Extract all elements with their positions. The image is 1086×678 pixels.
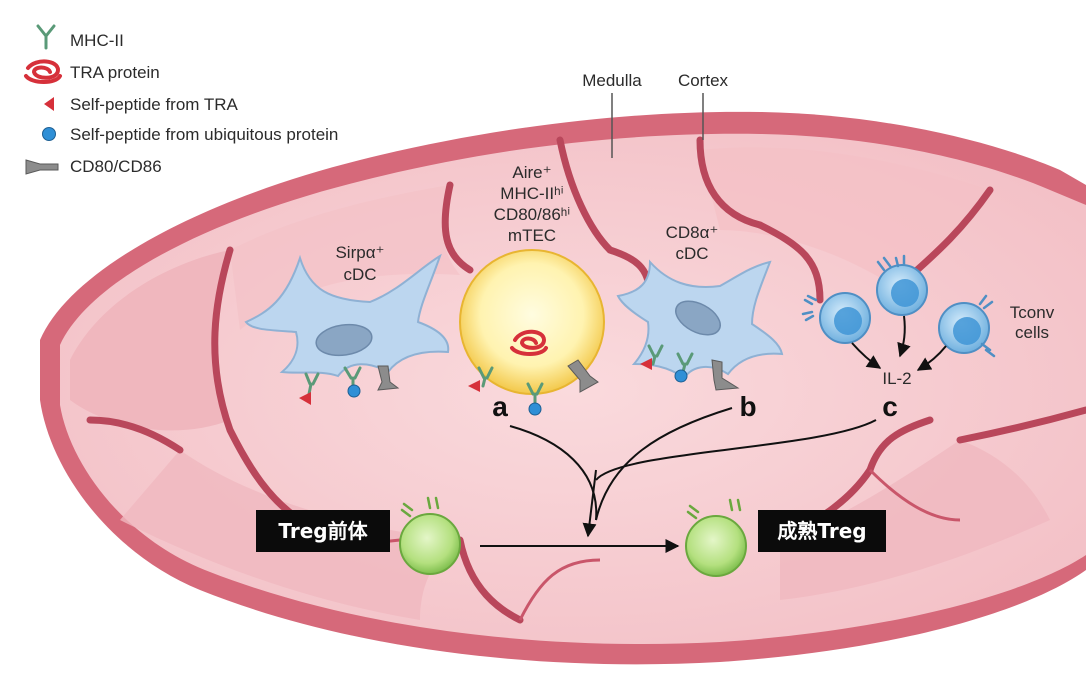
sirpa-cd80 [377,365,400,391]
legend-tra-label: TRA protein [70,63,160,82]
letter-c: c [882,391,898,422]
cortex-lobule-5 [780,440,1050,600]
sirpa-cdc: Sirpα⁺ cDC [244,243,450,405]
arrow-b [595,407,733,521]
tconv-label-2: cells [1015,323,1049,342]
cd8-tra-peptide [640,358,652,370]
il2-arrows [851,315,947,371]
letter-a: a [492,391,508,422]
arrow-a [509,425,598,521]
cd8-cd80 [711,359,740,391]
precursor-box: Treg前体 [256,510,390,552]
ubiquitous-peptide-icon [42,127,56,141]
cortex-lobule-1 [70,250,230,431]
medulla-label: Medulla [582,71,642,90]
mtec-tra-peptide [468,380,480,392]
mature-box-label: 成熟Treg [777,519,866,543]
mtec-mhc-1 [477,366,494,388]
precursor-box-label: Treg前体 [278,519,368,543]
sirpa-tra-peptide [299,392,311,405]
mtec-mhc-2 [526,382,544,404]
septa [86,136,1086,624]
cortex-label: Cortex [678,71,729,90]
cortex-lobule-3 [700,147,990,290]
mtec-label-2: MHC-IIʰⁱ [500,184,563,203]
mature-box: 成熟Treg [758,510,886,552]
cd80-cd86-icon [25,159,59,175]
cd8-cdc-nucleus [675,300,721,336]
cd8-label-2: cDC [675,244,708,263]
tconv-cell-2 [876,254,928,316]
sirpa-mhc-1 [304,372,320,396]
mtec-label-3: CD80/86ʰⁱ [494,205,571,224]
cd8-label-1: CD8α⁺ [666,223,719,242]
mtec-tra-protein [510,329,548,356]
sirpa-cdc-nucleus [315,323,373,357]
legend-cd80-label: CD80/CD86 [70,157,162,176]
mtec-cd80 [567,359,599,393]
sirpa-blue-peptide [347,384,361,398]
il2-label: IL-2 [882,369,911,388]
region-labels: Medulla Cortex [582,71,729,158]
mhc-ii-icon [36,24,56,50]
cd8-mhc-1 [647,344,664,366]
mtec-label-1: Aire⁺ [512,163,551,182]
tconv-cells: Tconv cells IL-2 [801,254,1055,388]
legend: MHC-II TRA protein Self-peptide from TRA… [24,24,338,176]
tra-peptide-icon [44,97,54,111]
converging-arrows [480,407,877,553]
sirpa-cdc-body [244,253,450,378]
sirpa-label-2: cDC [343,265,376,284]
mtec-label-4: mTEC [508,226,556,245]
arrow-c [595,419,877,481]
letter-b: b [739,391,756,422]
mtec-blue-peptide [528,402,542,416]
legend-self-tra-label: Self-peptide from TRA [70,95,239,114]
cd8-blue-peptide [674,369,688,383]
treg-precursor-cell [399,496,461,575]
tconv-cell-1 [801,292,871,344]
tconv-cell-3 [938,294,996,358]
tra-protein-icon [24,59,62,84]
cd8-cdc: CD8α⁺ cDC [616,223,784,391]
sirpa-label-1: Sirpα⁺ [335,243,384,262]
mature-treg-cell [685,498,747,577]
mtec-cell: Aire⁺ MHC-IIʰⁱ CD80/86ʰⁱ mTEC [459,163,605,416]
tconv-label-1: Tconv [1010,303,1055,322]
arrow-merge [582,469,597,538]
legend-mhc-label: MHC-II [70,31,124,50]
legend-self-ubiq-label: Self-peptide from ubiquitous protein [70,125,338,144]
